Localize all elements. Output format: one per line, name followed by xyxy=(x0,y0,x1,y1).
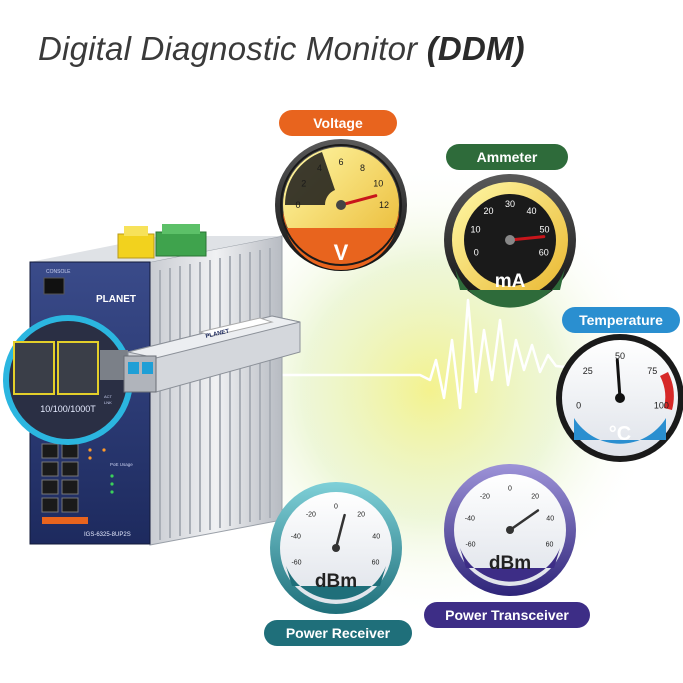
power_transceiver-tick-label: 20 xyxy=(531,494,539,501)
receiver-unit-band xyxy=(286,566,386,600)
temperature-label: Temperature xyxy=(562,307,680,333)
temperature-tick-label: 100 xyxy=(654,400,669,410)
temperature-tick-label: 50 xyxy=(615,351,625,361)
temperature-tick-label: 0 xyxy=(576,400,581,410)
port-label: 10/100/1000T xyxy=(40,404,96,414)
led-label-act: ACT xyxy=(104,394,113,399)
ammeter-unit-band xyxy=(455,268,565,308)
temperature-unit: °C xyxy=(609,423,631,445)
brand-logo: PLANET xyxy=(96,294,136,305)
receiver-pivot xyxy=(332,544,340,552)
receiver-needle xyxy=(334,513,346,550)
transceiver-pivot xyxy=(506,526,514,534)
voltage-needle xyxy=(339,194,378,207)
sfp-module: PLANET xyxy=(123,315,301,393)
ammeter-unit: mA xyxy=(495,271,526,292)
ammeter-tick-label: 50 xyxy=(539,225,549,235)
temperature-needle xyxy=(615,358,622,400)
ammeter-tick-label: 20 xyxy=(483,206,493,216)
voltage-pivot xyxy=(336,200,346,210)
power_receiver-tick-label: -40 xyxy=(291,533,301,540)
voltage-unit-band xyxy=(283,212,399,270)
title-text: Digital Diagnostic Monitor xyxy=(38,30,427,67)
power-transceiver-label: Power Transceiver xyxy=(424,602,590,628)
led-label-lnk: LNK xyxy=(104,400,112,405)
temperature-pivot xyxy=(615,393,625,403)
voltage-tick-label: 0 xyxy=(295,200,300,210)
temperature-gauge: 0 25 50 75 100 °C xyxy=(556,334,683,462)
ammeter-tick-label: 40 xyxy=(526,206,536,216)
voltage-tick-label: 2 xyxy=(301,179,306,189)
temperature-tick-label: 25 xyxy=(583,366,593,376)
console-label: CONSOLE xyxy=(46,269,71,275)
ammeter-tick-label: 30 xyxy=(505,199,515,209)
sfp-zoom: 10/100/1000T ACT LNK xyxy=(3,315,133,445)
ammeter-tick-label: 0 xyxy=(474,247,479,257)
power-receiver-label: Power Receiver xyxy=(264,620,412,646)
power_transceiver-tick-label: 0 xyxy=(508,485,512,492)
voltage-tick-label: 4 xyxy=(317,163,322,173)
power_receiver-tick-label: -20 xyxy=(306,512,316,519)
power_receiver-tick-label: 40 xyxy=(372,533,380,540)
poe-label: PoE Usage xyxy=(110,462,133,467)
voltage-tick-label: 10 xyxy=(373,179,383,189)
title-bold: (DDM) xyxy=(426,30,525,67)
voltage-unit: V xyxy=(334,240,349,265)
voltage-tick-label: 6 xyxy=(338,157,343,167)
power_transceiver-tick-label: -60 xyxy=(465,542,475,549)
transceiver-needle xyxy=(508,509,540,532)
power_transceiver-tick-label: 60 xyxy=(546,542,554,549)
power_transceiver-tick-label: 40 xyxy=(546,515,554,522)
ammeter-pivot xyxy=(505,235,515,245)
voltage-gauge: 0 2 4 6 8 10 12 V xyxy=(275,139,407,271)
power_receiver-tick-label: 20 xyxy=(357,512,365,519)
power_receiver-tick-label: 0 xyxy=(334,503,338,510)
transceiver-unit: dBm xyxy=(489,553,531,574)
sfp-brand: PLANET xyxy=(205,329,230,340)
power_receiver-tick-label: -60 xyxy=(291,560,301,567)
power-receiver-gauge: -60 -40 -20 0 20 40 60 dBm xyxy=(270,482,402,614)
transceiver-unit-band xyxy=(460,548,560,582)
ammeter-tick-label: 10 xyxy=(470,225,480,235)
power_receiver-tick-label: 60 xyxy=(372,560,380,567)
ammeter-tick-label: 60 xyxy=(539,247,549,257)
model-label: IGS-6325-8UP2S xyxy=(84,532,131,538)
receiver-unit: dBm xyxy=(315,571,357,592)
temperature-tick-label: 75 xyxy=(647,366,657,376)
ammeter-needle xyxy=(508,235,546,242)
waveform-icon xyxy=(268,298,600,410)
voltage-label: Voltage xyxy=(279,110,397,136)
voltage-tick-label: 12 xyxy=(379,200,389,210)
power_transceiver-tick-label: -20 xyxy=(480,494,490,501)
voltage-tick-label: 8 xyxy=(360,163,365,173)
switch-device: CONSOLE PLANET PoE Usage IGS-6325-8UP2S xyxy=(29,224,283,546)
power-transceiver-gauge: -60 -40 -20 0 20 40 60 dBm xyxy=(444,464,576,596)
ammeter-label: Ammeter xyxy=(446,144,568,170)
power_transceiver-tick-label: -40 xyxy=(465,515,475,522)
page-title: Digital Diagnostic Monitor (DDM) xyxy=(38,30,525,68)
